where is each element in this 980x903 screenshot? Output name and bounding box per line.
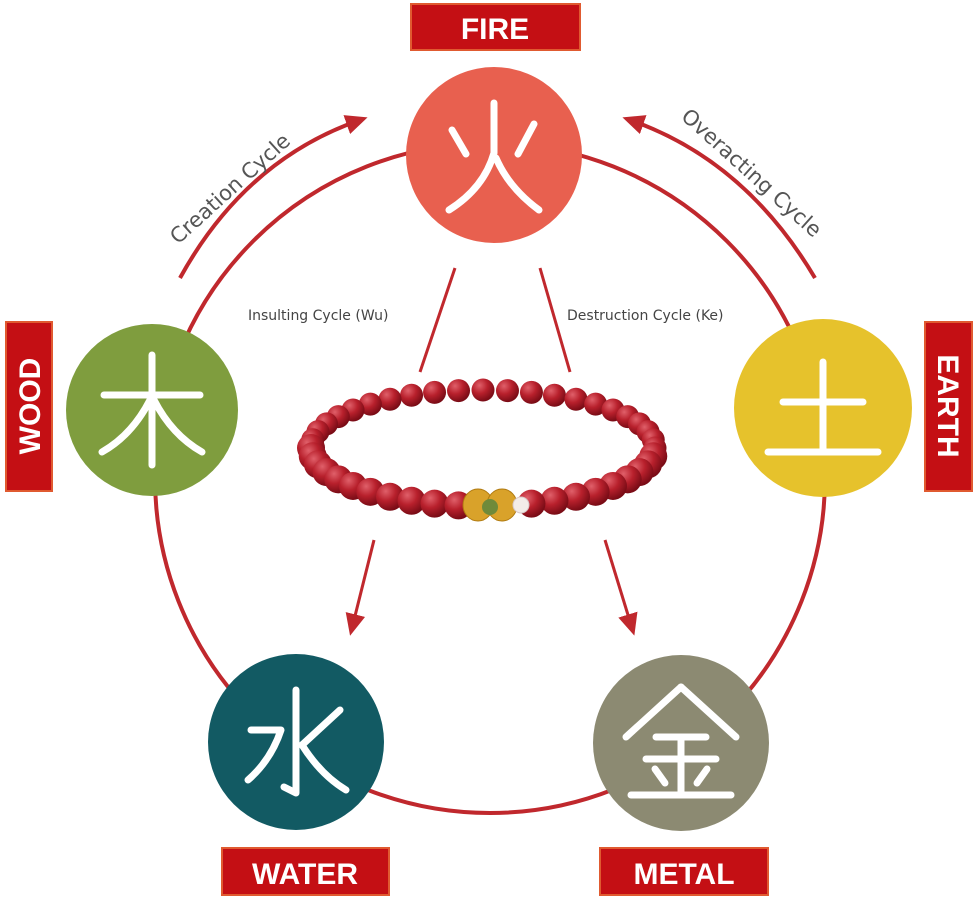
bead bbox=[584, 392, 608, 416]
earth-label-box: EARTH bbox=[924, 321, 973, 492]
wood-glyph-icon bbox=[98, 351, 206, 469]
fire-label: FIRE bbox=[461, 13, 529, 46]
bracelet-image bbox=[297, 378, 668, 522]
fire-label-box: FIRE bbox=[410, 3, 581, 51]
bead bbox=[471, 378, 495, 402]
bead bbox=[378, 387, 402, 411]
earth-label: EARTH bbox=[931, 354, 964, 457]
bead bbox=[400, 383, 424, 407]
metal-label: METAL bbox=[633, 858, 734, 891]
water-label: WATER bbox=[252, 858, 358, 891]
metal-element bbox=[593, 655, 769, 831]
insulting-cycle-label: Insulting Cycle (Wu) bbox=[248, 308, 389, 324]
bead bbox=[420, 489, 449, 518]
bead bbox=[542, 383, 566, 407]
creation-arrow bbox=[178, 115, 368, 279]
overacting-arrow bbox=[622, 115, 817, 280]
creation-cycle-label: Creation Cycle bbox=[165, 129, 295, 249]
jade-stone bbox=[482, 499, 498, 515]
fire-glyph-icon bbox=[445, 99, 543, 214]
pearl bbox=[512, 496, 530, 514]
water-glyph-icon bbox=[244, 686, 350, 797]
bead bbox=[397, 486, 426, 515]
fire-element bbox=[406, 67, 582, 243]
water-label-box: WATER bbox=[221, 847, 390, 896]
destruction-cycle-label: Destruction Cycle (Ke) bbox=[567, 308, 724, 324]
bead bbox=[376, 482, 405, 511]
wood-label: WOOD bbox=[14, 358, 47, 455]
earth-element bbox=[734, 319, 912, 497]
bead bbox=[561, 482, 590, 511]
bead bbox=[358, 392, 382, 416]
wood-element bbox=[66, 324, 238, 496]
bead bbox=[564, 387, 588, 411]
bead bbox=[423, 380, 447, 404]
metal-glyph-icon bbox=[622, 683, 740, 799]
bead bbox=[447, 379, 471, 403]
metal-label-box: METAL bbox=[599, 847, 769, 896]
insulting-arrow bbox=[345, 539, 376, 636]
destruction-line bbox=[538, 267, 572, 373]
water-element bbox=[208, 654, 384, 830]
bead bbox=[540, 486, 569, 515]
insulting-line bbox=[418, 267, 457, 373]
bead bbox=[519, 380, 543, 404]
wood-label-box: WOOD bbox=[5, 321, 53, 492]
earth-glyph-icon bbox=[764, 358, 882, 456]
overacting-cycle-label: Overacting Cycle bbox=[677, 104, 827, 242]
destruction-arrow bbox=[603, 539, 638, 636]
bead bbox=[495, 379, 519, 403]
